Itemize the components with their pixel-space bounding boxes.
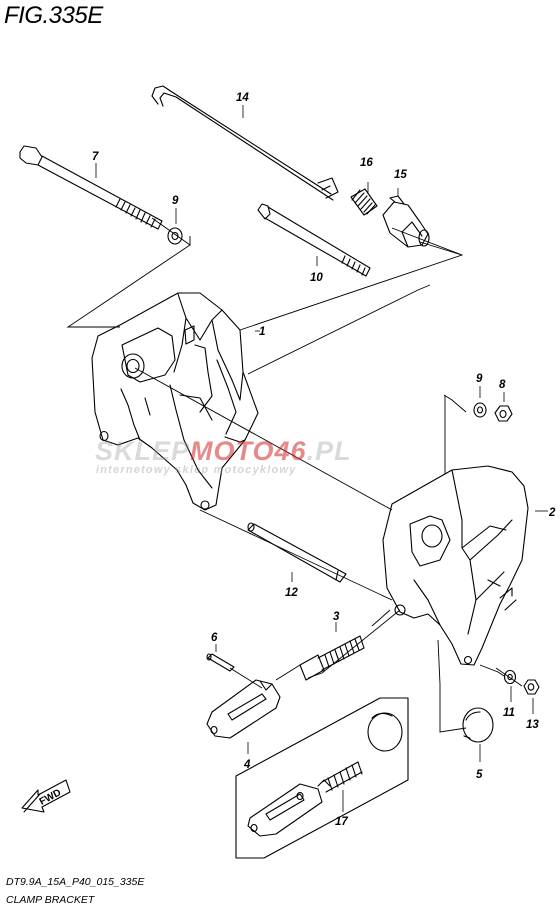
diagram-code: DT9.9A_15A_P40_015_335E	[6, 876, 145, 888]
callout-13: 13	[526, 719, 539, 731]
fwd-arrow-icon	[21, 779, 71, 813]
callout-17: 17	[335, 816, 348, 828]
callout-ticks	[95, 105, 548, 812]
watermark-prefix: SKLEP	[95, 436, 191, 466]
watermark-brand: SKLEPMOTO46.PL	[95, 436, 352, 467]
part-10-bolt[interactable]	[257, 203, 371, 277]
callout-6: 6	[211, 632, 218, 644]
callout-labels: 1 2 3 4 5 6 7 8 9 9 10 11 12 13 14 15 16…	[92, 92, 556, 828]
watermark-suffix: .PL	[306, 436, 352, 466]
watermark-accent: MOTO46	[190, 436, 307, 466]
callout-14: 14	[236, 92, 249, 104]
callout-9-upper: 9	[172, 195, 179, 207]
callout-1: 1	[259, 326, 265, 338]
diagram-name: CLAMP BRACKET	[6, 894, 95, 906]
part-2-clamp-bracket[interactable]	[382, 465, 529, 666]
watermark-tagline: internetowy sklep motocyklowy	[96, 464, 297, 476]
part-7-bolt[interactable]	[19, 145, 163, 230]
part-5-cap[interactable]	[462, 707, 494, 743]
part-3-screw[interactable]	[299, 635, 365, 681]
callout-2: 2	[548, 507, 556, 519]
part-9-washer-right[interactable]	[473, 402, 487, 418]
part-8-nut[interactable]	[494, 405, 513, 422]
part-16-spring[interactable]	[350, 188, 378, 216]
callout-5: 5	[476, 769, 483, 781]
part-11-washer[interactable]	[503, 669, 517, 685]
fwd-label: FWD	[38, 787, 63, 807]
part-13-nut[interactable]	[523, 679, 540, 695]
callout-7: 7	[92, 151, 99, 163]
callout-4: 4	[243, 759, 251, 771]
callout-8: 8	[499, 379, 506, 391]
callout-15: 15	[394, 169, 407, 181]
part-12-pin[interactable]	[247, 522, 347, 583]
part-15-knob[interactable]	[382, 195, 430, 248]
figure-title: FIG.335E	[4, 2, 103, 29]
part-17-assembly[interactable]	[247, 712, 403, 837]
callout-3: 3	[333, 611, 340, 623]
part-6-pin[interactable]	[206, 653, 235, 672]
part-14-rod[interactable]	[151, 85, 339, 201]
callout-11: 11	[503, 707, 515, 719]
callout-16: 16	[360, 157, 373, 169]
part-17-box	[235, 697, 409, 859]
part-4-thrust-plate[interactable]	[206, 679, 281, 739]
leader-lines	[66, 217, 523, 733]
callout-9-right: 9	[476, 373, 483, 385]
callout-10: 10	[310, 272, 323, 284]
part-1-clamp-bracket[interactable]	[91, 292, 259, 511]
callout-12: 12	[285, 587, 298, 599]
